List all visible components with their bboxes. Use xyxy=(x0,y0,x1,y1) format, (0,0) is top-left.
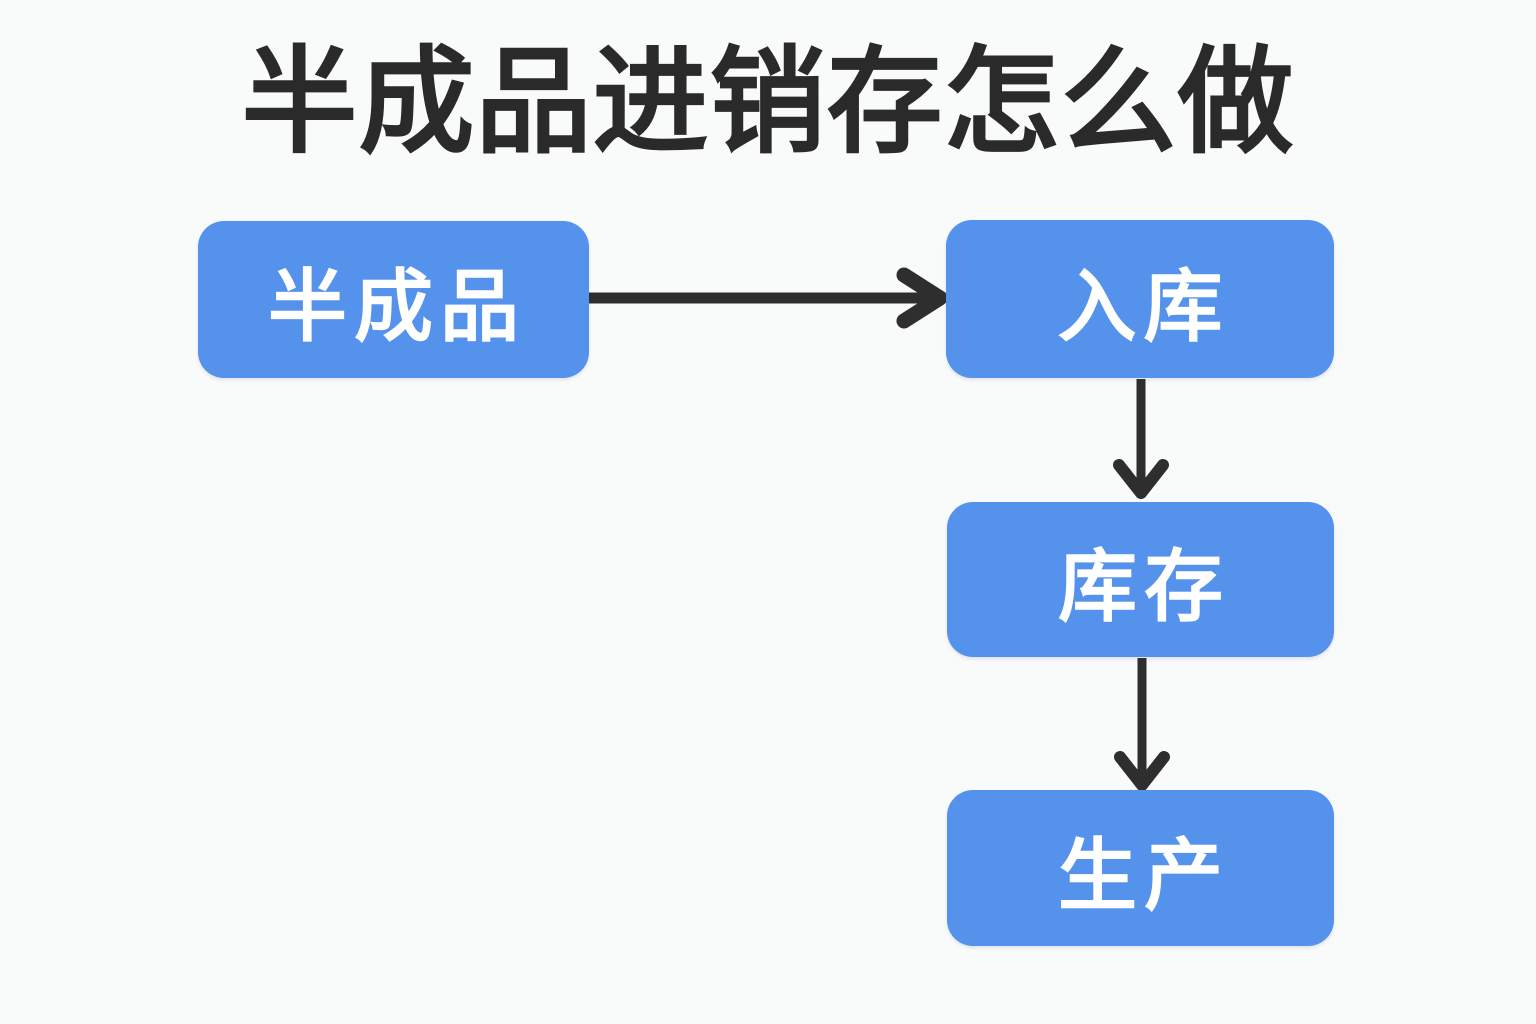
flow-node-label: 半成品 xyxy=(268,261,526,353)
flow-node-label: 生产 xyxy=(1058,829,1230,922)
arrow-inbound-to-stock xyxy=(1113,379,1169,499)
flow-node-semi-finished: 半成品 xyxy=(198,221,589,378)
arrow-stock-to-production xyxy=(1114,658,1170,791)
flow-node-stock: 库存 xyxy=(947,502,1334,657)
flow-node-label: 库存 xyxy=(1058,541,1230,633)
diagram-title: 半成品进销存怎么做 xyxy=(241,35,1295,170)
arrow-semi-to-inbound xyxy=(589,267,948,329)
flow-node-label: 入库 xyxy=(1057,260,1230,353)
flow-node-inbound: 入库 xyxy=(946,220,1334,378)
flow-node-production: 生产 xyxy=(947,790,1334,946)
